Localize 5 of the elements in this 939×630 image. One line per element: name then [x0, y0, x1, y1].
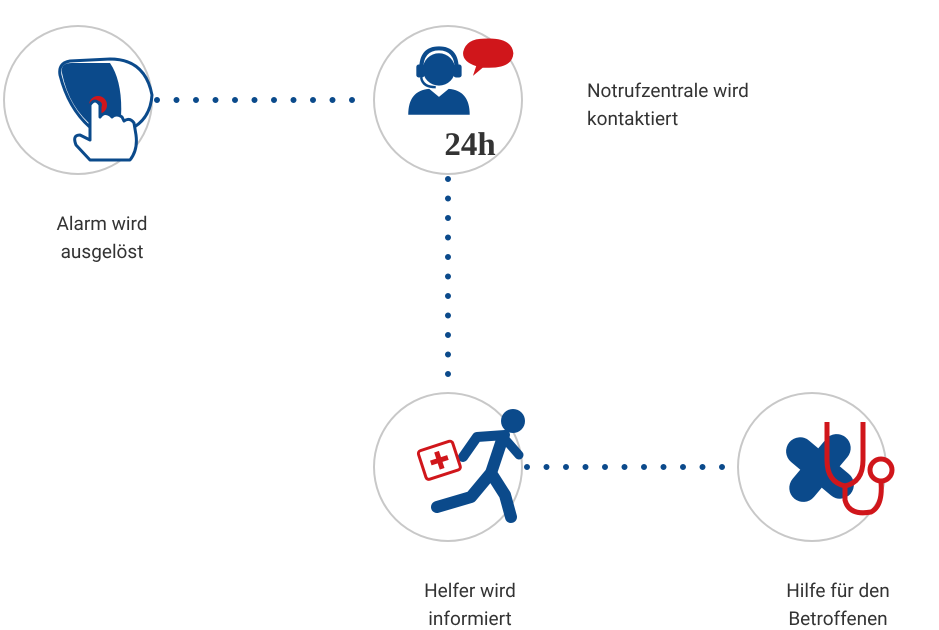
step-label: Alarm wird ausgelöst	[55, 211, 149, 265]
step-label: Notrufzentrale wird kontaktiert	[587, 78, 750, 132]
step-label: Hilfe für den Betroffenen	[785, 578, 891, 630]
step-label: Helfer wird informiert	[423, 578, 517, 630]
hours-label: 24h	[443, 127, 497, 163]
